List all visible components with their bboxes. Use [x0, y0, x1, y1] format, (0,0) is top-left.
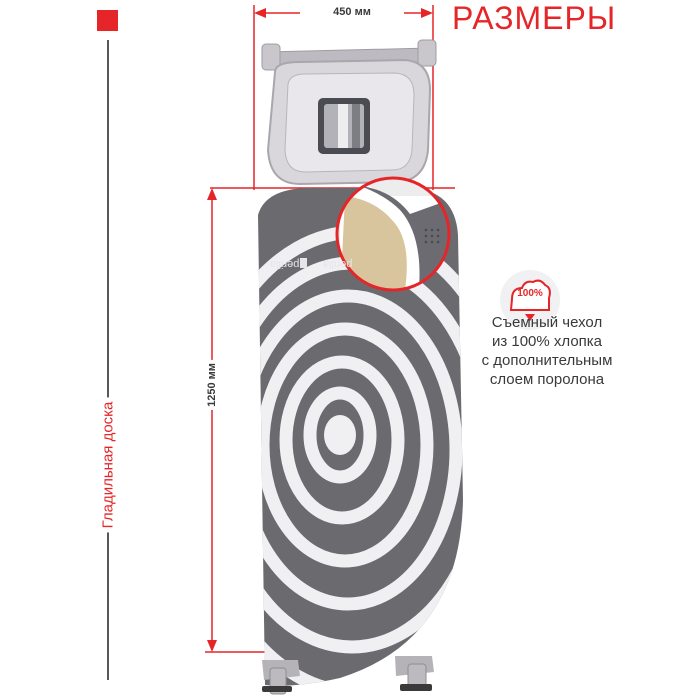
width-dimension-label: 450 мм [300, 5, 404, 19]
product-side-label: Гладильная доска [96, 365, 120, 565]
feature-line: из 100% хлопка [491, 333, 603, 350]
feature-description: Съемный чехол из 100% хлопка с дополните… [452, 313, 642, 389]
feature-line: с дополнительным [481, 352, 613, 369]
cotton-badge-label: 100% [517, 288, 543, 299]
feature-line: Съемный чехол [491, 314, 603, 331]
cotton-icon [500, 270, 560, 330]
fabric-perforation [424, 228, 440, 244]
product-side-text: Гладильная доска [99, 397, 117, 533]
width-arrow-left [254, 8, 266, 18]
accent-square-icon [97, 10, 118, 31]
page-title: РАЗМЕРЫ [452, 0, 617, 36]
brand-text-2: perilla [323, 258, 353, 270]
board-legs [262, 656, 434, 695]
brand-text-1: perilla [270, 258, 300, 270]
height-arrow-bottom [207, 640, 217, 652]
feature-line: слоем поролона [489, 371, 605, 388]
height-dimension-label: 1250 мм [200, 345, 224, 425]
fabric-zoom-detail [335, 176, 451, 292]
height-arrow-top [207, 188, 217, 200]
width-arrow-right [421, 8, 433, 18]
iron-tray [261, 39, 437, 186]
height-dimension-text: 1250 мм [206, 360, 218, 410]
